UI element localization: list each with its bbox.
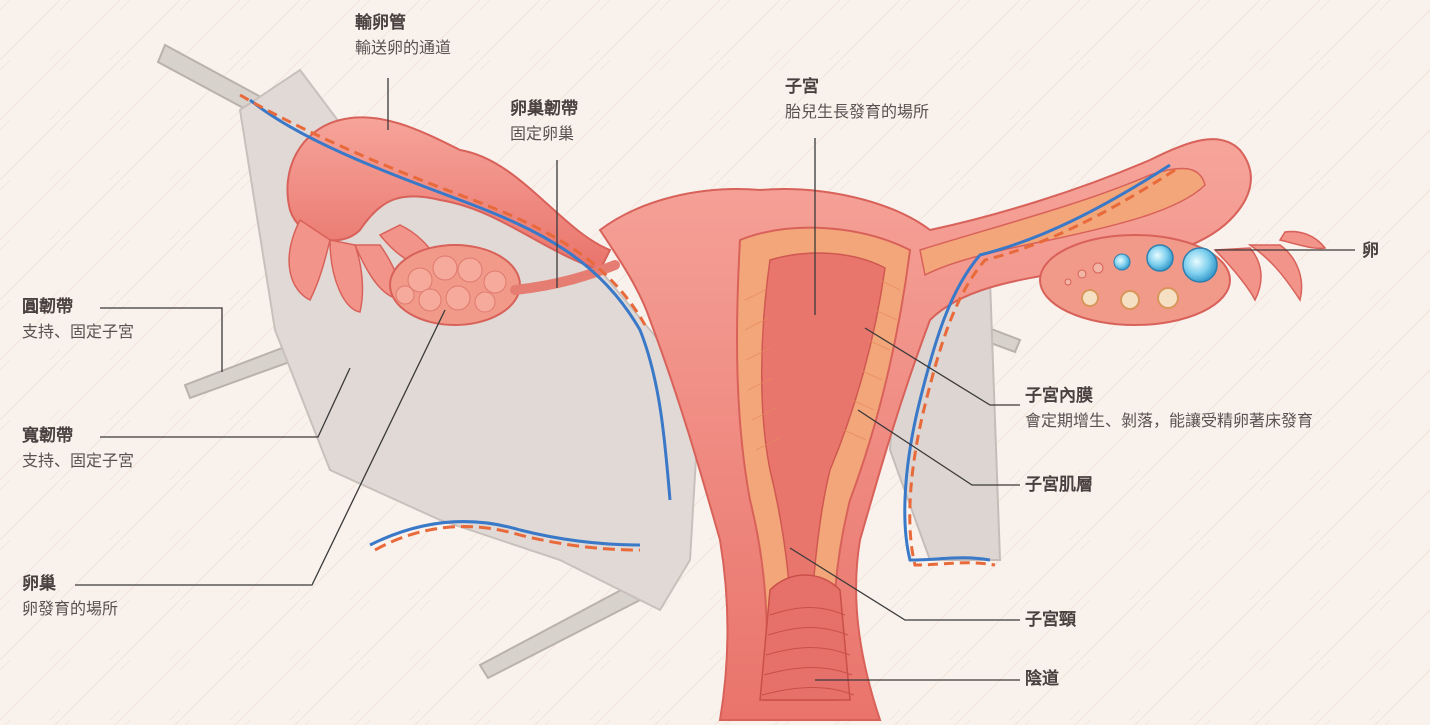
label-fallopian-tube-desc: 輸送卵的通道 (355, 38, 451, 59)
label-fallopian-tube: 輸卵管 輸送卵的通道 (355, 12, 451, 59)
label-broad-ligament: 寬韌帶 支持、固定子宮 (22, 425, 134, 472)
egg-follicle-large (1183, 248, 1217, 282)
left-ovary (390, 245, 520, 325)
label-uterus-title: 子宮 (785, 76, 929, 98)
label-vagina: 陰道 (1025, 668, 1059, 690)
label-cervix: 子宮頸 (1025, 609, 1076, 631)
label-endometrium-desc: 會定期增生、剝落，能讓受精卵著床發育 (1025, 411, 1313, 432)
label-broad-ligament-desc: 支持、固定子宮 (22, 451, 134, 472)
label-round-ligament-desc: 支持、固定子宮 (22, 322, 134, 343)
label-vagina-title: 陰道 (1025, 668, 1059, 690)
label-myometrium: 子宮肌層 (1025, 474, 1093, 496)
right-ovary (1040, 235, 1230, 325)
label-endometrium-title: 子宮內膜 (1025, 385, 1313, 407)
label-ovarian-ligament: 卵巢韌帶 固定卵巢 (510, 98, 578, 145)
label-uterus-desc: 胎兒生長發育的場所 (785, 102, 929, 123)
label-round-ligament: 圓韌帶 支持、固定子宮 (22, 296, 134, 343)
label-endometrium: 子宮內膜 會定期增生、剝落，能讓受精卵著床發育 (1025, 385, 1313, 432)
cervix-canal (760, 575, 850, 700)
label-cervix-title: 子宮頸 (1025, 609, 1076, 631)
label-ovary: 卵巢 卵發育的場所 (22, 573, 118, 620)
label-round-ligament-title: 圓韌帶 (22, 296, 134, 318)
label-myometrium-title: 子宮肌層 (1025, 474, 1093, 496)
label-egg-title: 卵 (1362, 240, 1379, 262)
label-ovarian-ligament-desc: 固定卵巢 (510, 124, 578, 145)
label-ovary-desc: 卵發育的場所 (22, 599, 118, 620)
label-fallopian-tube-title: 輸卵管 (355, 12, 451, 34)
label-ovarian-ligament-title: 卵巢韌帶 (510, 98, 578, 120)
label-uterus: 子宮 胎兒生長發育的場所 (785, 76, 929, 123)
label-broad-ligament-title: 寬韌帶 (22, 425, 134, 447)
label-egg: 卵 (1362, 240, 1379, 262)
label-ovary-title: 卵巢 (22, 573, 118, 595)
